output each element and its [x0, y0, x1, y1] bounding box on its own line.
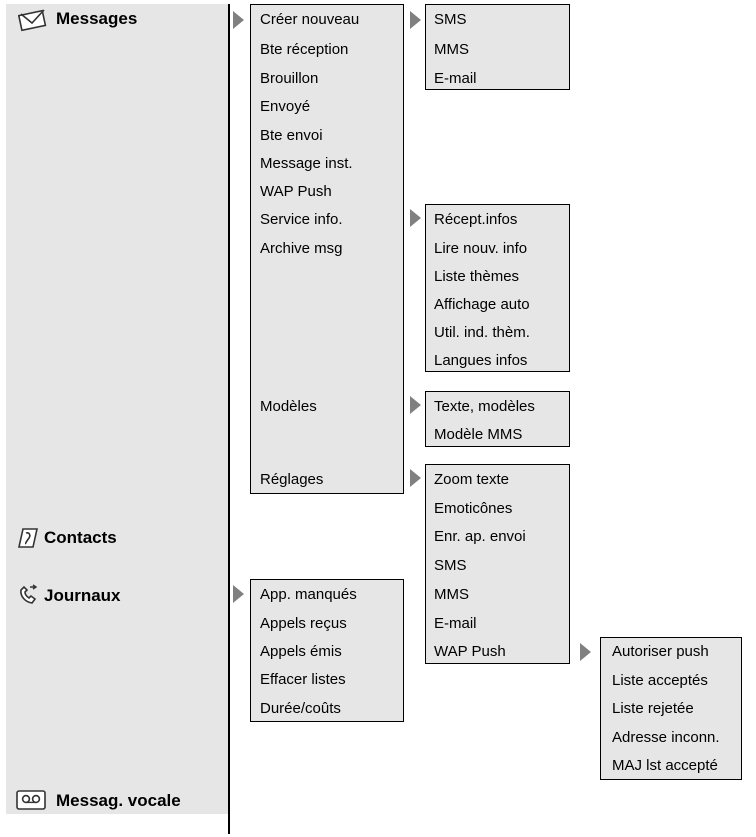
submenu-item-appels-emis[interactable]: Appels émis: [260, 643, 342, 660]
submenu-item-langues-infos[interactable]: Langues infos: [434, 352, 528, 369]
submenu-item-autoriser-push[interactable]: Autoriser push: [612, 643, 709, 660]
main-menu-contacts[interactable]: Contacts: [44, 528, 117, 547]
submenu-item-texte-modeles[interactable]: Texte, modèles: [434, 398, 535, 415]
submenu-item-reglages-sms[interactable]: SMS: [434, 557, 467, 574]
submenu-item-recept-infos[interactable]: Récept.infos: [434, 211, 518, 228]
submenu-item-emoticones[interactable]: Emoticônes: [434, 500, 513, 517]
submenu-item-creer-nouveau[interactable]: Créer nouveau: [260, 11, 360, 28]
submenu-item-bte-reception[interactable]: Bte réception: [260, 41, 349, 58]
service-info-submenu: [425, 204, 570, 372]
modeles-submenu: [425, 391, 570, 447]
submenu-item-liste-rejetee[interactable]: Liste rejetée: [612, 700, 694, 717]
arrow-wap-push-submenu: [580, 643, 591, 661]
submenu-item-appels-recus[interactable]: Appels reçus: [260, 615, 347, 632]
arrow-modeles-submenu: [410, 396, 421, 414]
submenu-item-reglages[interactable]: Réglages: [260, 471, 324, 488]
submenu-item-brouillon[interactable]: Brouillon: [260, 70, 319, 87]
journaux-submenu: [250, 579, 404, 722]
arrow-service-info-submenu: [410, 209, 421, 227]
submenu-item-modele-mms[interactable]: Modèle MMS: [434, 426, 523, 443]
envelope-icon: [18, 9, 47, 32]
submenu-item-liste-acceptes[interactable]: Liste acceptés: [612, 672, 708, 689]
submenu-item-service-info[interactable]: Service info.: [260, 211, 343, 228]
arrow-journaux-submenu: [233, 585, 244, 603]
main-menu-messages[interactable]: Messages: [56, 9, 138, 28]
reglages-submenu: [425, 464, 570, 664]
arrow-creer-nouveau-submenu: [410, 11, 421, 29]
main-menu-column: [6, 4, 228, 814]
submenu-item-bte-envoi[interactable]: Bte envoi: [260, 127, 323, 144]
messages-submenu: [250, 4, 404, 494]
submenu-item-adresse-inconn[interactable]: Adresse inconn.: [612, 729, 720, 746]
phone-log-icon: [20, 584, 38, 604]
submenu-item-app-manques[interactable]: App. manqués: [260, 586, 357, 603]
wap-push-submenu: [600, 637, 742, 780]
submenu-item-lire-nouv-info[interactable]: Lire nouv. info: [434, 240, 528, 257]
submenu-item-archive-msg[interactable]: Archive msg: [260, 240, 343, 257]
voicemail-cassette-icon: [16, 790, 46, 810]
submenu-item-liste-themes[interactable]: Liste thèmes: [434, 268, 520, 285]
submenu-item-wap-push[interactable]: WAP Push: [260, 183, 332, 200]
submenu-item-reglages-mms[interactable]: MMS: [434, 586, 469, 603]
submenu-item-reglages-e-mail[interactable]: E-mail: [434, 615, 477, 632]
creer-nouveau-submenu: [425, 4, 570, 90]
main-menu-messag-vocale[interactable]: Messag. vocale: [56, 791, 181, 810]
submenu-item-zoom-texte[interactable]: Zoom texte: [434, 471, 510, 488]
submenu-item-message-inst[interactable]: Message inst.: [260, 155, 353, 172]
submenu-item-enr-ap-envoi[interactable]: Enr. ap. envoi: [434, 528, 526, 545]
submenu-item-reglages-wap-push[interactable]: WAP Push: [434, 643, 506, 660]
main-menu-divider: [228, 4, 230, 834]
main-menu-journaux[interactable]: Journaux: [44, 586, 121, 605]
arrow-reglages-submenu: [410, 469, 421, 487]
submenu-item-e-mail[interactable]: E-mail: [434, 70, 477, 87]
submenu-item-maj-lst-accepte[interactable]: MAJ lst accepté: [612, 757, 718, 774]
submenu-item-modeles[interactable]: Modèles: [260, 398, 317, 415]
address-book-icon: [18, 528, 38, 548]
submenu-item-envoye[interactable]: Envoyé: [260, 98, 311, 115]
submenu-item-sms[interactable]: SMS: [434, 11, 467, 28]
arrow-messages-submenu: [233, 11, 244, 29]
submenu-item-affichage-auto[interactable]: Affichage auto: [434, 296, 530, 313]
submenu-item-duree-couts[interactable]: Durée/coûts: [260, 700, 341, 717]
submenu-item-mms[interactable]: MMS: [434, 41, 469, 58]
submenu-item-util-ind-them[interactable]: Util. ind. thèm.: [434, 324, 530, 341]
submenu-item-effacer-listes[interactable]: Effacer listes: [260, 671, 346, 688]
